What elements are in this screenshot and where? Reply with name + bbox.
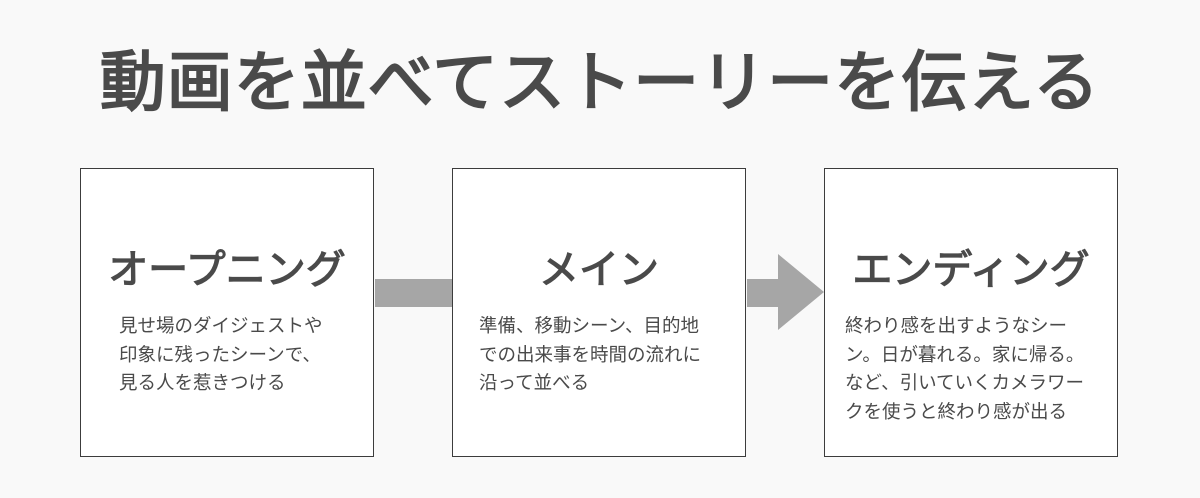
step-heading: メイン bbox=[539, 247, 659, 293]
step-description: 準備、移動シーン、目的地 での出来事を時間の流れに 沿って並べる bbox=[479, 316, 702, 394]
connector-bar bbox=[375, 279, 452, 307]
step-box-main: メイン 準備、移動シーン、目的地 での出来事を時間の流れに 沿って並べる bbox=[452, 168, 746, 457]
diagram-title: 動画を並べてストーリーを伝える bbox=[99, 44, 1101, 121]
step-heading: オープニング bbox=[108, 247, 346, 293]
step-box-opening: オープニング 見せ場のダイジェストや 印象に残ったシーンで、 見る人を惹きつける bbox=[80, 168, 374, 457]
step-description: 終わり感を出すようなシー ン。日が暮れる。家に帰る。 など、引いていくカメラワー… bbox=[845, 316, 1085, 423]
step-heading: エンディング bbox=[852, 247, 1090, 293]
step-description: 見せ場のダイジェストや 印象に残ったシーンで、 見る人を惹きつける bbox=[119, 316, 323, 394]
step-box-ending: エンディング 終わり感を出すようなシー ン。日が暮れる。家に帰る。 など、引いて… bbox=[824, 168, 1118, 457]
arrow-right-icon bbox=[747, 254, 824, 330]
